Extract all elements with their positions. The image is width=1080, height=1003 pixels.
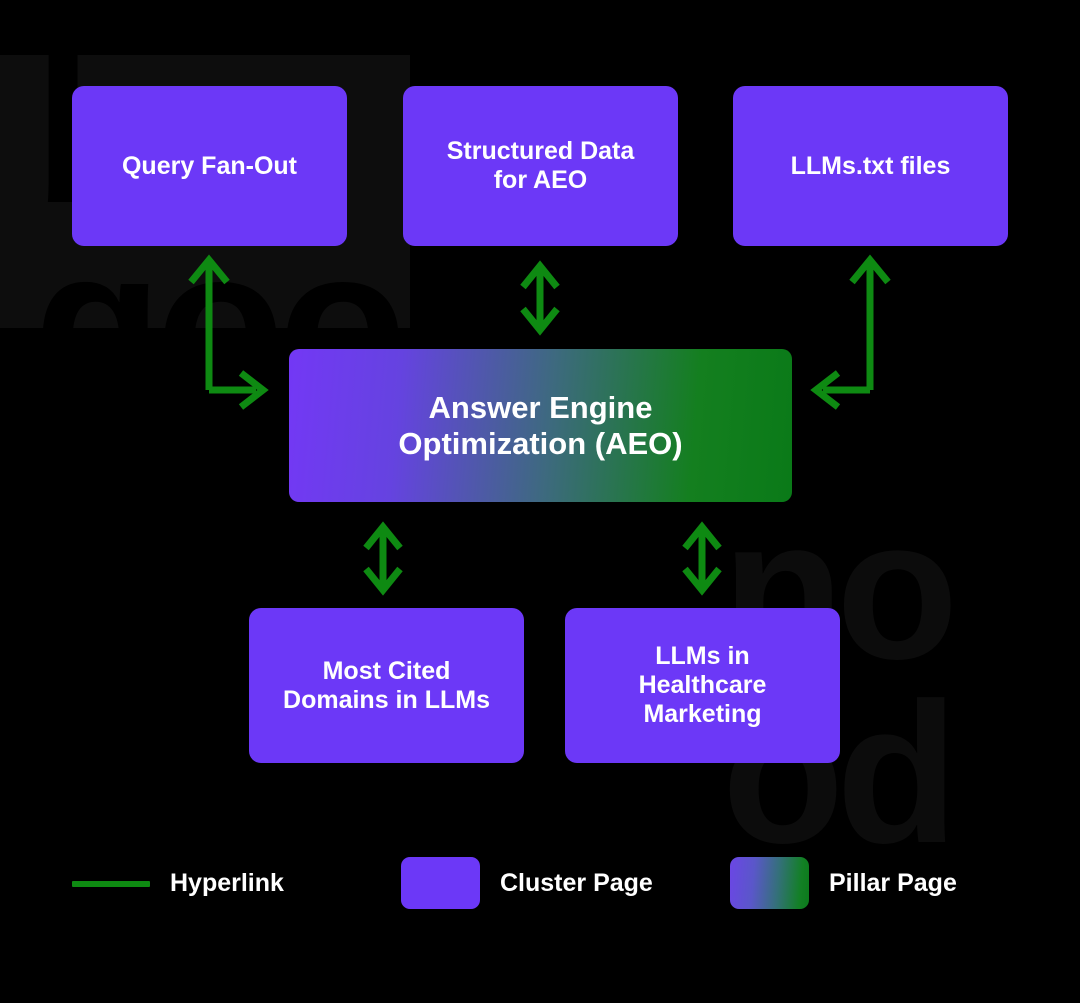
node-llms-in-healthcare-marketing[interactable]: LLMs in Healthcare Marketing: [565, 608, 840, 763]
connector-aeo-to-query-fan-out: [188, 254, 269, 410]
node-answer-engine-optimization-label: Answer Engine Optimization (AEO): [398, 389, 683, 461]
legend-swatch-cluster-page-icon: [401, 857, 480, 909]
node-llms-in-healthcare-marketing-label: LLMs in Healthcare Marketing: [638, 642, 767, 728]
node-query-fan-out-label: Query Fan-Out: [121, 151, 297, 180]
connector-aeo-to-structured-data: [520, 260, 560, 336]
legend-item-cluster-page: Cluster Page: [401, 857, 653, 909]
node-structured-data-label: Structured Data for AEO: [446, 137, 635, 194]
connector-aeo-to-llms-txt: [810, 254, 891, 410]
legend-label-pillar-page: Pillar Page: [829, 868, 957, 897]
node-llms-txt-label: LLMs.txt files: [790, 151, 951, 180]
node-query-fan-out[interactable]: Query Fan-Out: [72, 86, 347, 246]
legend-item-pillar-page: Pillar Page: [730, 857, 957, 909]
node-most-cited-domains[interactable]: Most Cited Domains in LLMs: [249, 608, 524, 763]
legend-swatch-pillar-page-icon: [730, 857, 809, 909]
legend-item-hyperlink: Hyperlink: [72, 869, 284, 898]
connector-aeo-to-most-cited: [363, 521, 403, 596]
node-answer-engine-optimization[interactable]: Answer Engine Optimization (AEO): [289, 349, 792, 502]
legend-label-hyperlink: Hyperlink: [170, 869, 284, 897]
node-most-cited-domains-label: Most Cited Domains in LLMs: [283, 656, 490, 714]
connector-aeo-to-healthcare: [682, 521, 722, 596]
node-structured-data[interactable]: Structured Data for AEO: [403, 86, 678, 246]
node-llms-txt[interactable]: LLMs.txt files: [733, 86, 1008, 246]
legend: Hyperlink Cluster Page Pillar Page: [0, 855, 1080, 925]
legend-label-cluster-page: Cluster Page: [500, 868, 653, 897]
legend-swatch-hyperlink-line-icon: [72, 880, 150, 887]
